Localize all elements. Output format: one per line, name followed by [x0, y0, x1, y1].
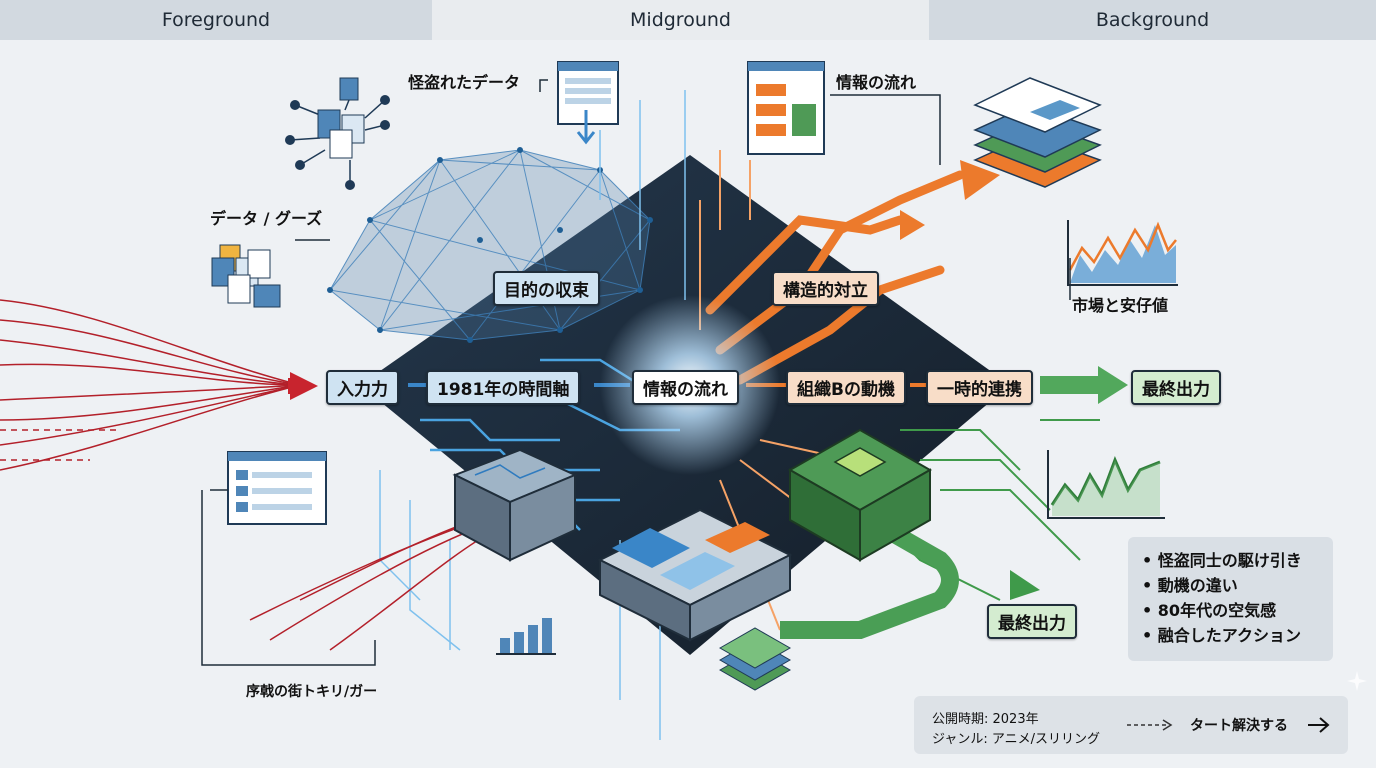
label-temp-alliance: 一時的連携 [926, 370, 1033, 405]
bullet-item: 怪盗同士の駆け引き [1142, 548, 1333, 573]
section-header: Foreground Midground Background [0, 0, 1376, 40]
header-foreground: Foreground [0, 0, 432, 40]
server-icon [452, 448, 578, 562]
label-final-output-bottom: 最終出力 [987, 604, 1077, 639]
green-flow [780, 512, 959, 639]
orange-flow [705, 170, 965, 385]
bullet-item: 80年代の空気感 [1142, 598, 1333, 623]
resolve-action[interactable]: タート解決する [1190, 718, 1288, 734]
label-input: 入力力 [326, 370, 399, 405]
annotation-market-value: 市場と安仔値 [1072, 296, 1169, 315]
document-network-icon [285, 77, 390, 190]
green-line-chart-icon [1047, 450, 1165, 519]
green-arrow-head [1010, 570, 1040, 600]
orange-arrow-head [960, 160, 1000, 200]
label-final-output-right: 最終出力 [1131, 370, 1221, 405]
line-chart-icon [1067, 220, 1178, 286]
annotation-data-goods: データ / グーズ [210, 209, 323, 228]
label-org-b-motive: 組織Bの動機 [786, 370, 906, 405]
monitor-stack [597, 508, 793, 642]
info-box: 公開時期: 2023年 ジャンル: アニメ/スリリング タート解決する [914, 696, 1348, 754]
red-streams [0, 299, 496, 651]
window-icon-orange [747, 61, 825, 155]
annotation-info-flow-top: 情報の流れ [836, 73, 917, 92]
header-background: Background [929, 0, 1376, 40]
key-points-panel: 怪盗同士の駆け引き 動機の違い 80年代の空気感 融合したアクション [1128, 537, 1333, 661]
bullet-item: 動機の違い [1142, 573, 1333, 598]
window-icon-left [227, 451, 327, 525]
label-goal-convergence: 目的の収束 [493, 271, 600, 306]
arrow-right-icon[interactable] [1306, 715, 1332, 735]
genre: ジャンル: アニメ/スリリング [932, 732, 1100, 747]
label-info-flow-center: 情報の流れ [632, 370, 739, 405]
input-arrow [290, 372, 318, 400]
annotation-stolen-data: 怪盗れたデータ [408, 73, 521, 92]
blue-thin-traces [379, 90, 686, 740]
output-arrow-shaft [1040, 376, 1100, 394]
annotation-trigger: 序戟の街トキリ/ガー [246, 684, 378, 700]
label-structural-opposition: 構造的対立 [772, 271, 879, 306]
label-timeline: 1981年の時間軸 [426, 370, 581, 405]
window-icon [557, 61, 619, 145]
sparkle-icon [1347, 671, 1367, 691]
small-layer-stack-icon [718, 627, 792, 691]
output-arrow [1098, 366, 1128, 404]
callout-lines [201, 79, 1071, 666]
orange-arrow-head-2 [900, 210, 925, 240]
dashed-arrow-icon [1127, 719, 1173, 731]
file-stack-icon [211, 244, 281, 308]
red-dashed [0, 429, 120, 461]
layer-stack-icon [973, 77, 1102, 188]
bar-chart-icon [496, 618, 556, 655]
bullet-item: 融合したアクション [1142, 623, 1333, 648]
release-date: 公開時期: 2023年 [932, 712, 1039, 727]
chip-icon [787, 428, 933, 562]
header-midground: Midground [432, 0, 929, 40]
